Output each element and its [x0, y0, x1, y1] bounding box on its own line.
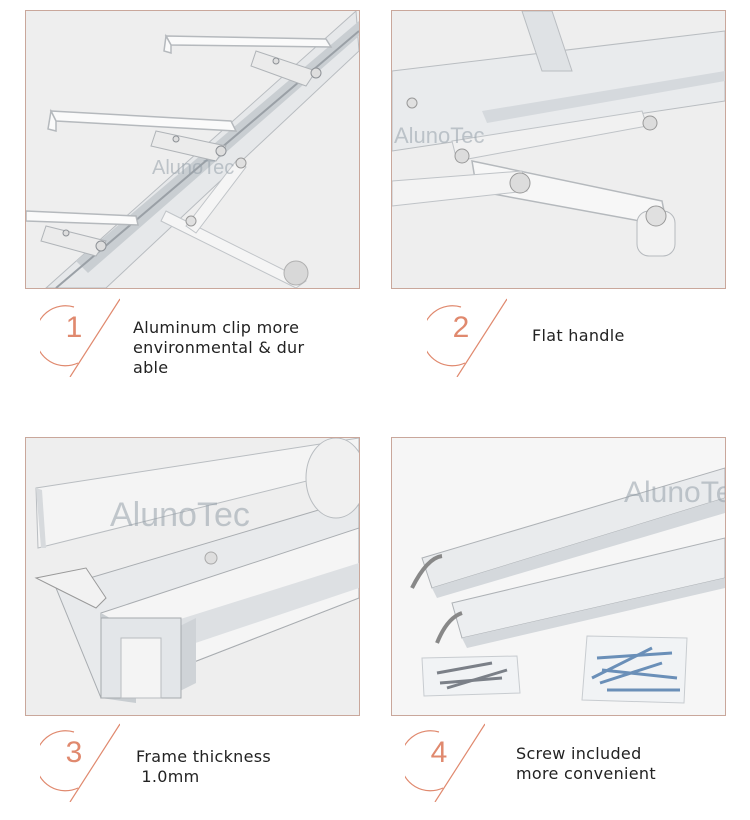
number-badge: 2	[427, 297, 507, 377]
product-photo-clips: AlunoTec	[25, 10, 360, 289]
feature-caption: Flat handle	[532, 326, 625, 346]
caption-line: Aluminum clip more	[133, 318, 300, 337]
feature-caption: Aluminum clip more environmental & dur a…	[133, 318, 304, 378]
product-photo-screws: AlunoTec	[391, 437, 726, 716]
feature-caption: Screw included more convenient	[516, 744, 656, 784]
slash-circle-icon	[40, 723, 120, 802]
caption-line: Screw included	[516, 744, 642, 763]
slash-circle-icon	[405, 723, 485, 802]
slash-circle-icon	[427, 298, 507, 377]
number-badge: 4	[405, 722, 485, 802]
frame-illustration	[26, 438, 359, 715]
screws-illustration	[392, 438, 725, 715]
caption-line: more convenient	[516, 764, 656, 783]
clips-illustration	[26, 11, 359, 288]
brand-watermark: AlunoTec	[152, 157, 235, 179]
caption-line: environmental & dur	[133, 338, 305, 357]
feature-number: 2	[452, 311, 470, 344]
caption-line: 1.0mm	[136, 767, 200, 786]
number-badge: 1	[40, 297, 120, 377]
product-photo-handle: AlunoTec	[391, 10, 726, 289]
feature-number: 1	[65, 311, 83, 344]
number-badge: 3	[40, 722, 120, 802]
brand-watermark: AlunoTec	[110, 496, 250, 534]
handle-illustration	[392, 11, 725, 288]
feature-caption: Frame thickness 1.0mm	[136, 747, 271, 787]
brand-watermark: AlunoTec	[394, 123, 485, 148]
caption-line: Flat handle	[532, 326, 625, 345]
product-photo-frame: AlunoTec	[25, 437, 360, 716]
slash-circle-icon	[40, 298, 120, 377]
feature-number: 3	[65, 736, 83, 769]
caption-line: Frame thickness	[136, 747, 272, 766]
brand-watermark: AlunoTec	[624, 476, 725, 509]
feature-number: 4	[430, 736, 448, 769]
caption-line: able	[133, 358, 169, 377]
